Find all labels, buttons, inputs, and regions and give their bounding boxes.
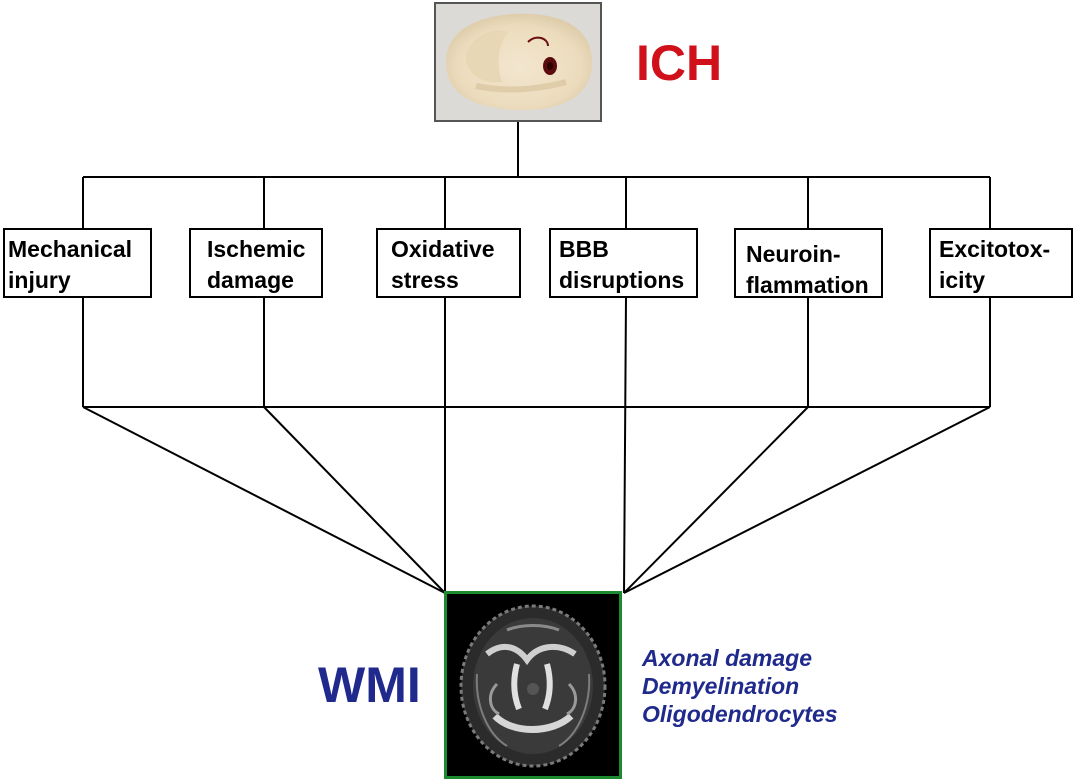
mechanism-box-neuroinflammation: Neuroin- flammation xyxy=(734,228,883,298)
mechanism-box-mechanical-injury: Mechanical injury xyxy=(3,228,152,298)
outcome-item: Demyelination xyxy=(642,673,800,699)
mechanism-line: BBB xyxy=(559,236,609,262)
converge-line-4 xyxy=(623,406,991,594)
rise-line-bbb xyxy=(623,296,627,594)
converge-line-1 xyxy=(82,406,446,594)
wmi-mri-image xyxy=(444,591,622,779)
mechanism-box-bbb-disruptions: BBB disruptions xyxy=(549,228,698,298)
mechanism-box-oxidative-stress: Oxidative stress xyxy=(376,228,521,298)
ich-label: ICH xyxy=(636,35,723,91)
mechanism-line: Ischemic xyxy=(207,236,306,262)
mechanism-box-excitotoxicity: Excitotox- icity xyxy=(929,228,1073,298)
outcome-item: Oligodendrocytes xyxy=(642,701,838,727)
wmi-outcomes-list: Axonal damage Demyelination Oligodendroc… xyxy=(642,644,838,728)
ich-brain-photo xyxy=(434,2,602,122)
mechanism-line: Neuroin- xyxy=(746,241,841,267)
mechanism-line: damage xyxy=(207,267,294,293)
mechanism-line: injury xyxy=(8,267,71,293)
converge-line-2 xyxy=(263,406,446,594)
mechanism-line: disruptions xyxy=(559,267,685,293)
outcome-item: Axonal damage xyxy=(642,645,812,671)
converge-line-3 xyxy=(623,406,809,594)
mechanism-line: Mechanical xyxy=(8,236,132,262)
wmi-label: WMI xyxy=(318,657,421,713)
mechanism-line: icity xyxy=(939,267,986,293)
mechanism-line: Oxidative xyxy=(391,236,495,262)
mechanism-line: Excitotox- xyxy=(939,236,1051,262)
mechanism-line: stress xyxy=(391,267,459,293)
mechanism-line: flammation xyxy=(746,272,869,298)
mechanism-box-ischemic-damage: Ischemic damage xyxy=(189,228,323,298)
